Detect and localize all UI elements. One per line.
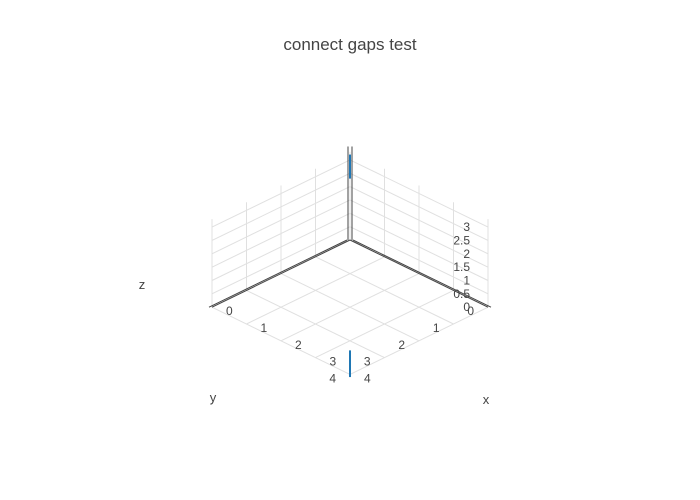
x-tick-label: 0 bbox=[226, 304, 233, 318]
y-axis-label: y bbox=[210, 390, 217, 405]
z-tick-label: 0.5 bbox=[453, 287, 470, 301]
wall-z-gridline bbox=[349, 159, 489, 228]
wall-z-gridline bbox=[349, 212, 489, 281]
y-tick-label: 4 bbox=[329, 371, 336, 385]
z-tick-label: 1 bbox=[463, 274, 470, 288]
chart-title: connect gaps test bbox=[283, 35, 417, 54]
wall-z-gridline bbox=[211, 199, 351, 268]
floor-gridline-x bbox=[315, 289, 454, 359]
wall-z-gridline bbox=[349, 172, 489, 241]
z-tick-label: 2 bbox=[463, 247, 470, 261]
wall-z-gridline bbox=[211, 186, 351, 255]
floor-gridline-y bbox=[211, 306, 351, 375]
x-axis-line-outer bbox=[352, 239, 492, 308]
x-tick-label: 2 bbox=[295, 338, 302, 352]
wall-z-gridline bbox=[211, 226, 351, 295]
z-tick-label: 0 bbox=[463, 300, 470, 314]
wall-z-gridline bbox=[211, 159, 351, 228]
wall-z-gridline bbox=[349, 186, 489, 255]
x-axis-label: x bbox=[483, 392, 490, 407]
x-axis-line bbox=[349, 239, 489, 308]
x-tick-label: 1 bbox=[261, 321, 268, 335]
x-tick-label: 3 bbox=[330, 355, 337, 369]
y-tick-label: 3 bbox=[364, 355, 371, 369]
z-tick-label: 2.5 bbox=[453, 233, 470, 247]
wall-z-gridline bbox=[211, 172, 351, 241]
wall-z-gridline bbox=[349, 199, 489, 268]
x-tick-label: 4 bbox=[364, 371, 371, 385]
y-tick-label: 2 bbox=[398, 338, 405, 352]
z-tick-label: 1.5 bbox=[453, 260, 470, 274]
grid-layer bbox=[211, 151, 489, 375]
wall-z-gridline bbox=[211, 212, 351, 281]
y-tick-label: 1 bbox=[433, 321, 440, 335]
floor-gridline-y bbox=[246, 289, 385, 359]
wall-z-gridline bbox=[349, 226, 489, 295]
axes-layer bbox=[208, 146, 492, 308]
z-axis-label: z bbox=[139, 277, 146, 292]
y-axis-line bbox=[211, 239, 351, 308]
y-tick-label: 0 bbox=[467, 304, 474, 318]
floor-gridline-x bbox=[349, 306, 489, 375]
z-tick-label: 3 bbox=[463, 220, 470, 234]
floor-gridline-y bbox=[280, 273, 420, 342]
y-axis-line-outer bbox=[208, 239, 348, 308]
